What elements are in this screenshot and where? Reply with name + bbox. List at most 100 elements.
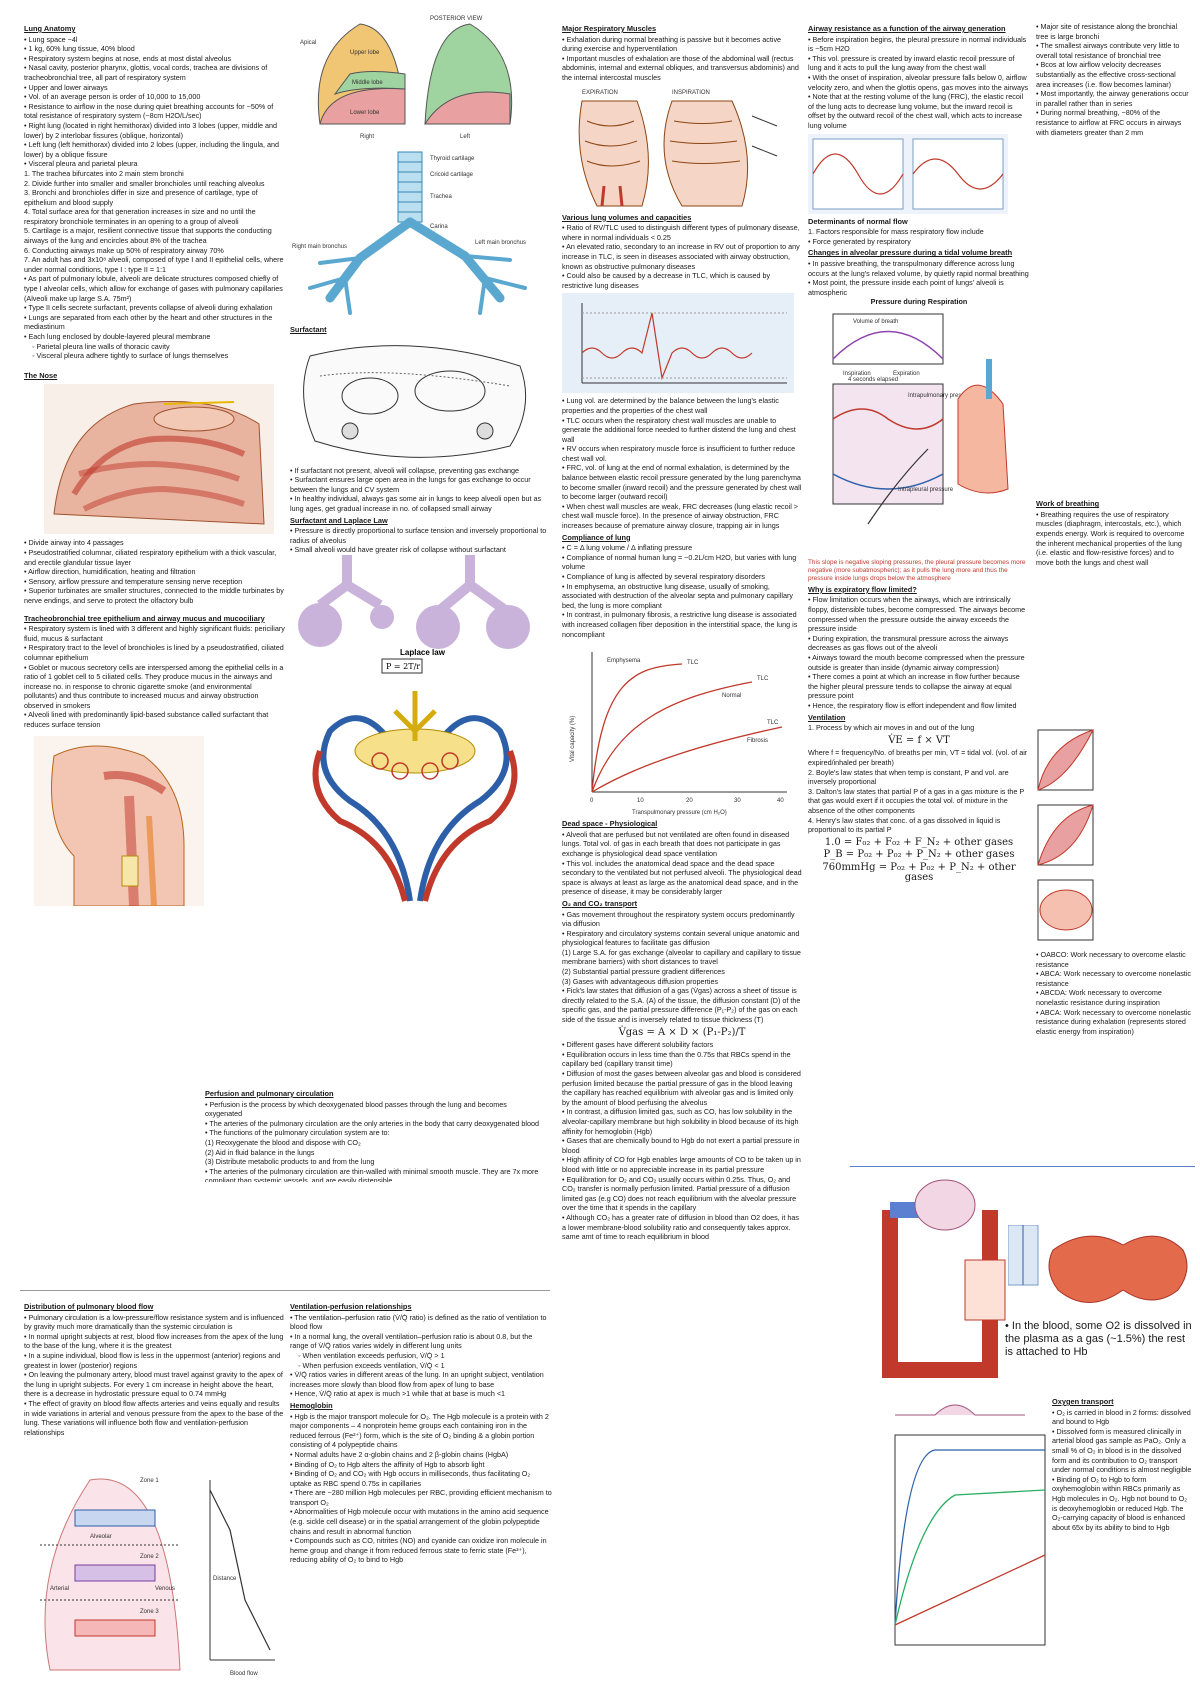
tlc-label-2: TLC xyxy=(757,676,769,682)
list-item: • In a normal lung, the overall ventilat… xyxy=(290,1331,533,1351)
prfig-label-intrapleural: Intrapleural pressure xyxy=(898,487,954,493)
nose-figure xyxy=(44,384,274,535)
list-item: • This vol. includes the anatomical dead… xyxy=(562,858,802,897)
dead-space-list: • Alveoli that are perfused but not vent… xyxy=(562,830,802,897)
list-item: • As part of pulmonary lobule, alveoli a… xyxy=(24,274,283,303)
lung-volumes-detail-list: • Lung vol. are determined by the balanc… xyxy=(562,396,802,530)
list-item: • The functions of the pulmonary circula… xyxy=(205,1128,390,1138)
compliance-xlabel: Transpulmonary pressure (cm H₂O) xyxy=(632,810,727,816)
list-item: • In a supine individual, blood flow is … xyxy=(24,1350,281,1370)
x-tick-30: 30 xyxy=(734,798,741,804)
section-title-vq: Ventilation-perfusion relationships xyxy=(290,1302,412,1311)
lung-label-lower: Lower lobe xyxy=(350,110,380,116)
nose-list: • Divide airway into 4 passages• Pseudos… xyxy=(24,538,286,605)
list-item: 1. Process by which air moves in and out… xyxy=(808,723,975,733)
list-item: (3) Gases with advantageous diffusion pr… xyxy=(562,976,719,986)
changes-list: • In passive breathing, the transpulmona… xyxy=(808,259,1030,297)
vq-section: Ventilation-perfusion relationships • Th… xyxy=(290,1300,552,1690)
list-item: 1. The trachea bifurcates into 2 main st… xyxy=(24,168,184,178)
list-item: • Surfactant ensures large open area in … xyxy=(290,475,531,494)
list-item: • The arteries of the pulmonary circulat… xyxy=(205,1166,539,1182)
list-item: • Airways toward the mouth become compre… xyxy=(808,653,1025,672)
list-item: • Equilibration for O₂ and CO₂ usually o… xyxy=(562,1174,797,1213)
list-item: • During normal breathing, ~80% of the r… xyxy=(1036,108,1182,137)
list-item: 6. Conducting airways make up 50% of res… xyxy=(24,245,224,255)
page-divider xyxy=(850,1166,1195,1167)
prfig-label-inspiration: Inspiration xyxy=(843,371,871,377)
list-item: • ABCA: Work necessary to overcome nonel… xyxy=(1036,1007,1191,1036)
section-title-lung-volumes: Various lung volumes and capacities xyxy=(562,212,692,222)
list-item: • Respiratory system is lined with 3 dif… xyxy=(24,624,285,643)
hb-note-text: • In the blood, some O2 is dissolved in … xyxy=(1005,1320,1192,1358)
x-tick-0: 0 xyxy=(590,798,594,804)
list-item: • Lungs are separated from each other by… xyxy=(24,312,273,332)
list-item: ◦ Visceral pleura adhere tightly to surf… xyxy=(32,351,229,361)
list-item: • Fick's law states that diffusion of a … xyxy=(562,986,801,1025)
zone-label-venous: Venous xyxy=(155,1586,175,1592)
list-item: (1) Reoxygenate the blood and dispose wi… xyxy=(205,1137,361,1147)
list-item: • Type II cells secrete surfactant, prev… xyxy=(24,303,273,313)
list-item: (2) Substantial partial pressure gradien… xyxy=(562,967,725,977)
list-item: • There are ~280 million Hgb molecules p… xyxy=(290,1488,552,1507)
dalton-formula-pressure: P_B = P₀₂ + P₀₂ + P_N₂ + other gases xyxy=(823,849,1015,861)
lung-label-upper: Upper lobe xyxy=(350,50,380,56)
trachea-label-left-bronchus: Left main bronchus xyxy=(475,240,526,246)
list-item: • If surfactant not present, alveoli wil… xyxy=(290,465,520,475)
list-item: 2. Boyle's law states that when temp is … xyxy=(808,767,1009,787)
ribcage-label-inspiration: INSPIRATION xyxy=(672,90,710,96)
section-title-laplace: Surfactant and Laplace Law xyxy=(290,515,388,525)
oxygen-transport-list: • O₂ is carried in blood in 2 forms: dis… xyxy=(1052,1408,1192,1533)
list-item: • In emphysema, an obstructive lung dise… xyxy=(562,581,793,610)
x-tick-40: 40 xyxy=(777,798,784,804)
lung-label-middle: Middle lobe xyxy=(352,80,383,86)
series-label-fibrosis: Fibrosis xyxy=(747,738,768,744)
list-item: Where f = frequency/No. of breaths per m… xyxy=(808,748,1028,767)
zone-label-2: Zone 2 xyxy=(140,1554,159,1560)
column-1: Lung Anatomy • Lung space ~4l• 1 kg, 60%… xyxy=(24,22,286,1182)
hb-note: • In the blood, some O2 is dissolved in … xyxy=(1005,1320,1195,1380)
list-item: • Force generated by respiratory xyxy=(808,236,911,246)
list-item: 2. Divide further into smaller and small… xyxy=(24,178,265,188)
list-item: • On leaving the pulmonary artery, blood… xyxy=(24,1370,283,1399)
list-item: • Normal adults have 2 α-globin chains a… xyxy=(290,1449,509,1459)
list-item: • Breathing requires the use of respirat… xyxy=(1036,509,1185,567)
curve-fibrosis xyxy=(591,726,783,793)
tlc-label-1: TLC xyxy=(687,660,699,666)
zone-label-alveolar: Alveolar xyxy=(90,1534,112,1540)
list-item: • Small alveoli would have greater risk … xyxy=(290,545,506,555)
work-of-breathing-after: • OABCO: Work necessary to overcome elas… xyxy=(1036,950,1191,1060)
list-item: • Pulmonary circulation is a low-pressur… xyxy=(24,1312,284,1332)
series-label-normal: Normal xyxy=(722,693,741,699)
section-title-why-limited: Why is expiratory flow limited? xyxy=(808,584,917,594)
section-title-compliance: Compliance of lung xyxy=(562,532,631,542)
list-item: • The smallest airways contribute very l… xyxy=(1036,41,1180,60)
pressure-fig-title: Pressure during Respiration xyxy=(870,297,968,307)
dalton-formula-mmhg: 760mmHg = P₀₂ + P₀₂ + P_N₂ + other gases xyxy=(822,861,1016,883)
list-item: • Respiratory tract to the level of bron… xyxy=(24,643,284,662)
laplace-formula: P = 2T/r xyxy=(386,662,420,671)
list-item: 3. Bronchi and bronchioles differ in siz… xyxy=(24,188,258,207)
list-item: 4. Henry's law states that conc. of a ga… xyxy=(808,815,1001,835)
lung-zones-figure: Zone 1 Zone 2 Zone 3 Alveolar Arterial V… xyxy=(30,1470,280,1680)
list-item: • Visceral pleura and parietal pleura xyxy=(24,159,138,169)
red-note: This slope is negative sloping pressures… xyxy=(808,558,1026,582)
section-title-airway-resistance: Airway resistance as a function of the a… xyxy=(808,24,1006,33)
list-item: • The arteries of the pulmonary circulat… xyxy=(205,1118,539,1128)
list-item: • Note that at the resting volume of the… xyxy=(808,92,1024,130)
list-item: • Perfusion is the process by which deox… xyxy=(205,1099,507,1119)
list-item: • Binding of O₂ to Hgb to form oxyhemogl… xyxy=(1052,1474,1188,1532)
list-item: • Airflow direction, humidification, hea… xyxy=(24,567,196,577)
pleura-sublist: ◦ Parietal pleura line walls of thoracic… xyxy=(24,342,286,361)
list-item: • Bcos at low airflow velocity decreases… xyxy=(1036,60,1176,89)
why-limited-list: • Flow limitation occurs when the airway… xyxy=(808,595,1030,710)
list-item: • Could also be caused by a decrease in … xyxy=(562,271,771,290)
section-title-changes: Changes in alveolar pressure during a ti… xyxy=(808,248,1013,258)
compliance-ylabel: Vital capacity (%) xyxy=(570,716,576,762)
list-item: • TLC occurs when the respiratory chest … xyxy=(562,415,796,444)
lung-lobes-figure: Apical Upper lobe Middle lobe Lower lobe… xyxy=(290,14,540,144)
section-title-tracheobronchial: Tracheobronchial tree epithelium and air… xyxy=(24,613,265,623)
list-item: (1) Large S.A. for gas exchange (alveola… xyxy=(562,947,801,967)
zone-label-3: Zone 3 xyxy=(140,1609,159,1615)
column-4: Airway resistance as a function of the a… xyxy=(808,22,1030,1082)
spirogram-figure xyxy=(562,293,794,394)
